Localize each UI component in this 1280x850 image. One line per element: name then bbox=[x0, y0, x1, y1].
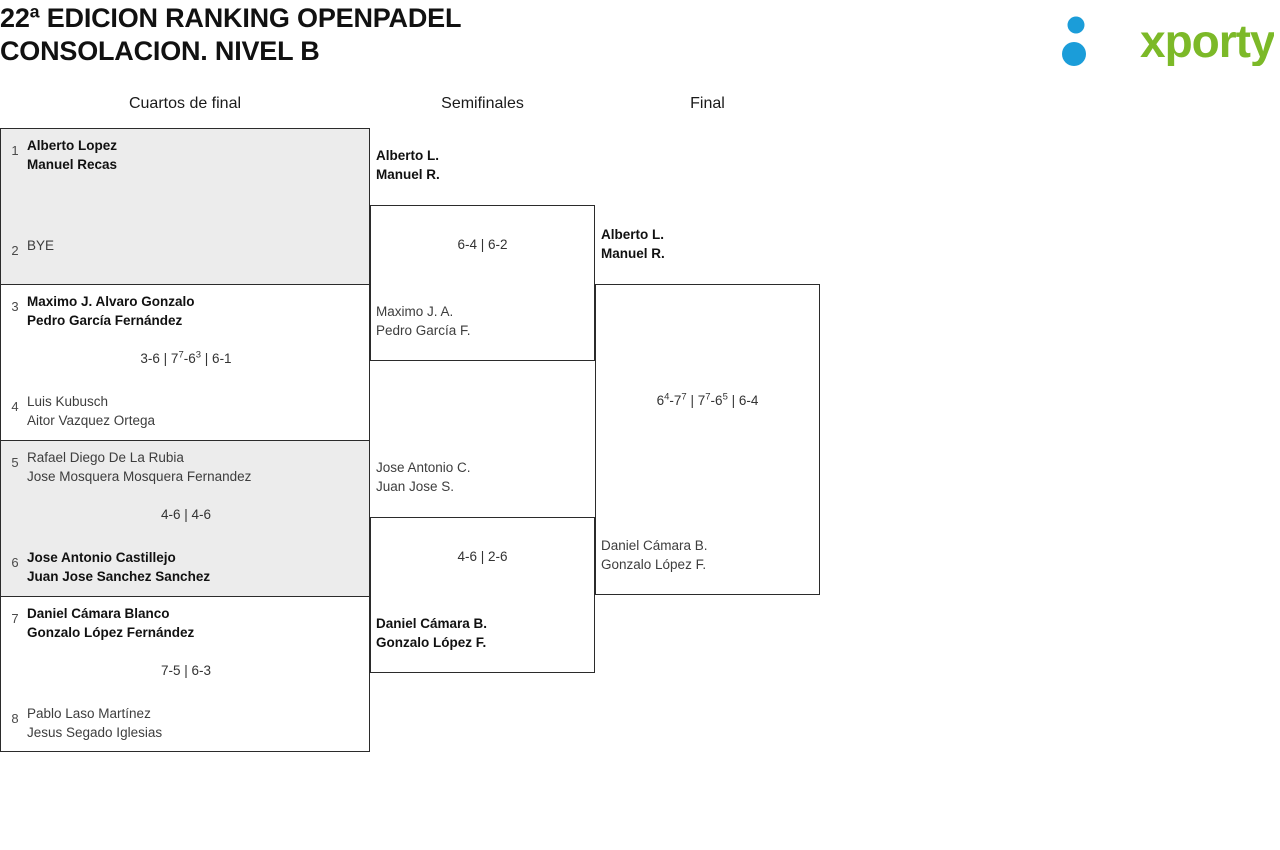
score-sf2: 4-6 | 2-6 bbox=[457, 549, 508, 564]
team-player-2: Aitor Vazquez Ortega bbox=[27, 412, 156, 428]
team-player-1: Daniel Cámara B. bbox=[376, 616, 488, 631]
round-header-quarterfinals: Cuartos de final bbox=[128, 95, 242, 112]
team-final-top[interactable]: Alberto L. Manuel R. bbox=[601, 226, 816, 263]
team-player-1: Maximo J. A. bbox=[376, 304, 454, 319]
team-player-1: Jose Antonio C. bbox=[376, 460, 471, 475]
team-player-2: Gonzalo López Fernández bbox=[27, 624, 195, 640]
team-sf2-top[interactable]: Jose Antonio C. Juan Jose S. bbox=[376, 459, 591, 496]
team-player-1: Maximo J. Alvaro Gonzalo bbox=[27, 294, 195, 309]
xporty-logo: xporty bbox=[1048, 8, 1274, 66]
team-player-1: Alberto L. bbox=[601, 227, 664, 242]
seed-number: 8 bbox=[11, 711, 19, 726]
team-player-1: BYE bbox=[27, 238, 55, 253]
team-player-1: Alberto L. bbox=[376, 148, 439, 163]
seed-number: 1 bbox=[11, 143, 19, 158]
seed-number: 2 bbox=[11, 243, 19, 258]
team-player-2: Juan Jose S. bbox=[376, 478, 455, 494]
team-player-1: Rafael Diego De La Rubia bbox=[27, 450, 184, 465]
team-player-2: Jose Mosquera Mosquera Fernandez bbox=[27, 468, 252, 484]
team-player-1: Daniel Cámara Blanco bbox=[27, 606, 170, 621]
team-player-2: Manuel Recas bbox=[27, 156, 118, 172]
svg-text:xporty: xporty bbox=[1140, 15, 1274, 66]
seed-number: 5 bbox=[11, 455, 19, 470]
seed-number: 6 bbox=[11, 555, 19, 570]
score-final: 64-77 | 77-65 | 6-4 bbox=[656, 391, 759, 408]
match-semifinal-2[interactable] bbox=[370, 517, 595, 673]
team-player-2: Gonzalo López F. bbox=[601, 556, 707, 572]
match-semifinal-1[interactable] bbox=[370, 205, 595, 361]
team-player-1: Daniel Cámara B. bbox=[601, 538, 708, 553]
team-player-2: Pedro García F. bbox=[376, 322, 471, 338]
seed-number: 7 bbox=[11, 611, 19, 626]
team-player-2: Gonzalo López F. bbox=[376, 634, 487, 650]
team-player-1: Pablo Laso Martínez bbox=[27, 706, 151, 721]
team-player-1: Alberto Lopez bbox=[27, 138, 117, 153]
team-player-2: Jesus Segado Iglesias bbox=[27, 724, 163, 740]
round-header-final: Final bbox=[690, 95, 725, 112]
team-sf1-top[interactable]: Alberto L. Manuel R. bbox=[376, 147, 591, 184]
score-qf3: 4-6 | 4-6 bbox=[160, 507, 212, 522]
team-sf1-bottom[interactable]: Maximo J. A. Pedro García F. bbox=[376, 303, 591, 340]
team-player-2: Juan Jose Sanchez Sanchez bbox=[27, 568, 211, 584]
score-qf4: 7-5 | 6-3 bbox=[160, 663, 212, 678]
team-sf2-bottom[interactable]: Daniel Cámara B. Gonzalo López F. bbox=[376, 615, 591, 652]
page-title: 22ª EDICION RANKING OPENPADEL CONSOLACIO… bbox=[0, 3, 462, 66]
team-player-2: Manuel R. bbox=[601, 245, 665, 261]
round-header-semifinals: Semifinales bbox=[441, 95, 524, 112]
team-player-1: Luis Kubusch bbox=[27, 394, 109, 409]
team-final-bottom[interactable]: Daniel Cámara B. Gonzalo López F. bbox=[601, 537, 816, 574]
team-player-1: Jose Antonio Castillejo bbox=[27, 550, 176, 565]
seed-number: 4 bbox=[11, 399, 19, 414]
score-qf2: 3-6 | 77-63 | 6-1 bbox=[140, 349, 232, 366]
team-qf1-bottom[interactable]: BYE bbox=[27, 237, 357, 256]
team-player-2: Pedro García Fernández bbox=[27, 312, 183, 328]
score-sf1: 6-4 | 6-2 bbox=[457, 237, 508, 252]
team-player-2: Manuel R. bbox=[376, 166, 440, 182]
seed-number: 3 bbox=[11, 299, 19, 314]
match-final[interactable] bbox=[595, 284, 820, 595]
